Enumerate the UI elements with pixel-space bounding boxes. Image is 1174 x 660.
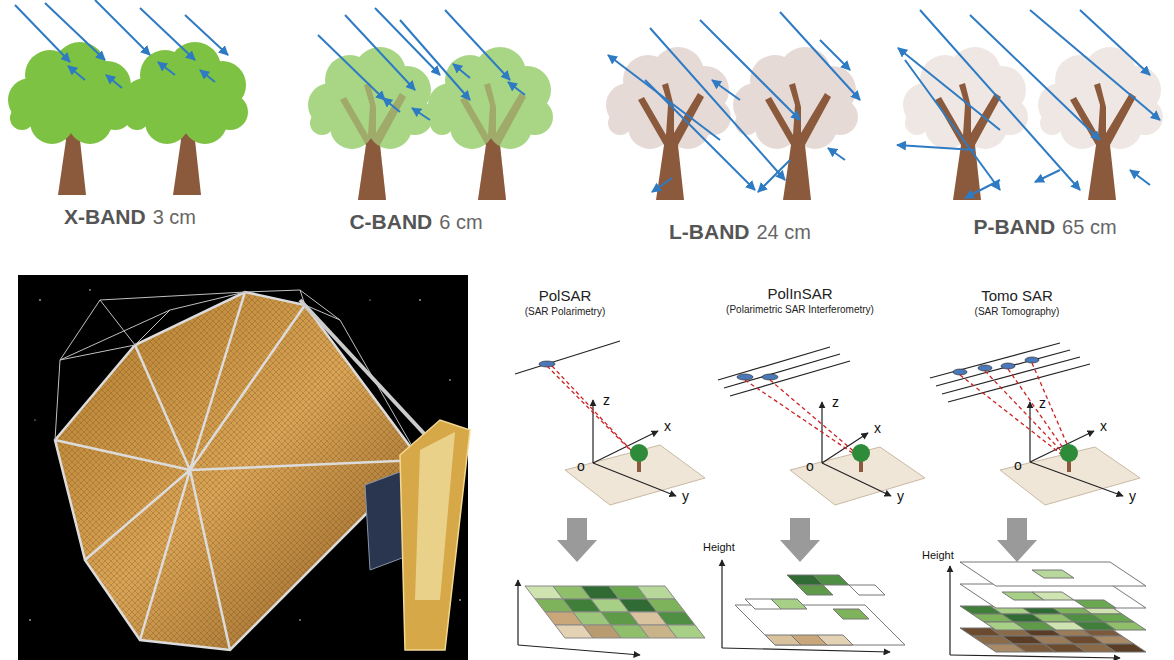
wavelength: 6 cm: [439, 211, 482, 234]
l-band-trees: [606, 12, 860, 200]
axis-letter: z: [603, 392, 610, 408]
technique-subtitle: (SAR Polarimetry): [525, 306, 606, 318]
p-band-trees: [897, 10, 1163, 200]
axis-letter: z: [1039, 395, 1046, 411]
polsar-geometry: [515, 341, 705, 655]
technique-title: Tomo SAR: [981, 287, 1053, 304]
axis-letter: o: [1014, 457, 1022, 473]
axis-letter: x: [664, 418, 671, 434]
tomosar-geometry: [930, 343, 1146, 658]
axis-letter: o: [577, 458, 585, 474]
axis-title: Height: [703, 541, 735, 554]
axis-letter: y: [1129, 488, 1136, 504]
wavelength: 3 cm: [153, 206, 196, 229]
axis-letter: y: [682, 488, 689, 504]
technique-title: PolSAR: [539, 287, 592, 304]
polinsar-geometry: [718, 347, 925, 652]
band-name: P-BAND: [973, 215, 1055, 239]
axis-letter: x: [1100, 418, 1107, 434]
axis-title: Height: [922, 549, 954, 562]
technique-title: PolInSAR: [767, 285, 832, 302]
satellite-picture: [18, 275, 470, 660]
axis-letter: y: [897, 488, 904, 504]
axis-letter: o: [806, 458, 814, 474]
band-name: L-BAND: [669, 220, 749, 244]
technique-subtitle: (Polarimetric SAR Interferometry): [726, 304, 874, 316]
axis-letter: z: [832, 394, 839, 410]
wavelength: 65 cm: [1062, 216, 1116, 239]
axis-letter: x: [874, 420, 881, 436]
x-band-trees: [8, 0, 248, 195]
band-name: C-BAND: [349, 210, 432, 234]
band-name: X-BAND: [64, 205, 146, 229]
c-band-trees: [308, 8, 553, 200]
wavelength: 24 cm: [757, 221, 811, 244]
technique-subtitle: (SAR Tomography): [975, 306, 1060, 318]
